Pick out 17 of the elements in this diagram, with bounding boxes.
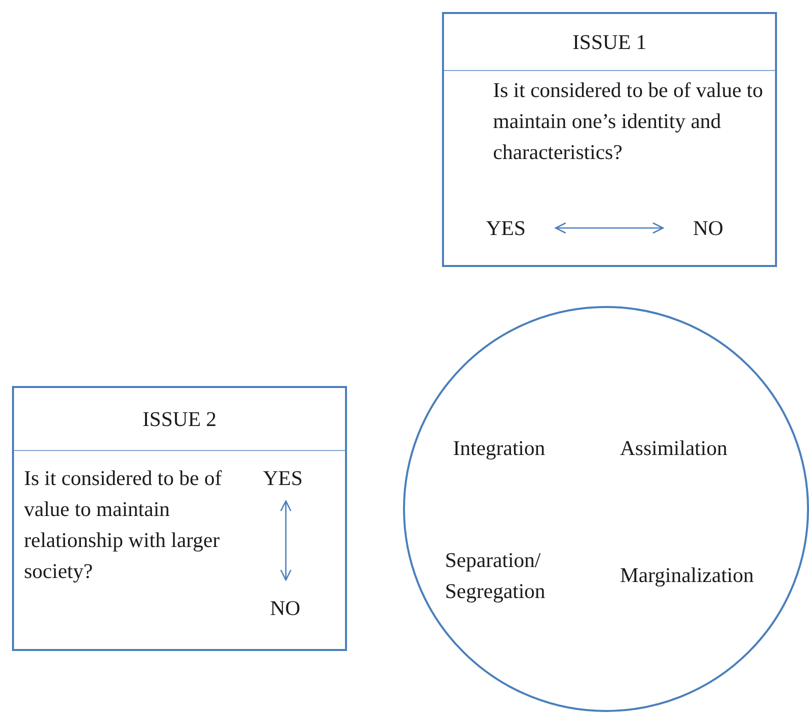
issue-box [12, 386, 347, 651]
answer-label: YES [263, 465, 303, 491]
strategy-label: Marginalization [620, 562, 754, 589]
issue-box [442, 12, 777, 267]
strategy-label: Assimilation [620, 435, 728, 462]
answer-label: NO [693, 215, 724, 241]
question-text: Is it considered to be of value to maintain relationship with larger society? [24, 465, 223, 585]
answer-label: YES [486, 215, 526, 241]
double-arrow [555, 222, 664, 234]
strategy-circle [403, 306, 809, 712]
double-arrow [280, 500, 292, 581]
box-heading: ISSUE 1 [444, 14, 775, 71]
strategy-label: Integration [453, 435, 546, 462]
strategy-label: Separation/ Segregation [445, 547, 546, 605]
question-text: Is it considered to be of value to maintain one’s identity and characteristics? [493, 77, 763, 166]
answer-label: NO [270, 595, 300, 621]
box-heading: ISSUE 2 [14, 388, 345, 451]
